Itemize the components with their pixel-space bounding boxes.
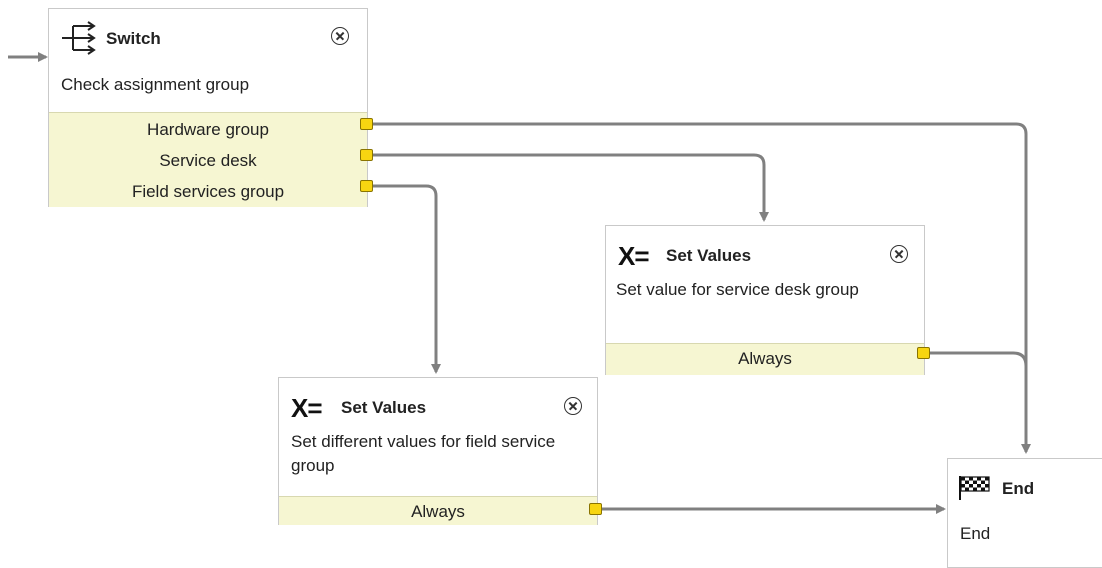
- switch-conditions: Hardware group Service desk Field servic…: [49, 112, 367, 207]
- end-node[interactable]: End End: [947, 458, 1102, 568]
- set-values-conditions: Always: [606, 343, 924, 375]
- end-title: End: [1002, 479, 1035, 498]
- condition-hardware-group[interactable]: Hardware group: [147, 120, 269, 139]
- switch-node[interactable]: Switch Check assignment group Hardware g…: [48, 8, 368, 207]
- close-icon[interactable]: [890, 245, 908, 263]
- connector-field-services-to-setvalues2[interactable]: [373, 184, 441, 374]
- close-icon[interactable]: [331, 27, 349, 45]
- port-always[interactable]: [589, 503, 602, 515]
- set-values-description: Set value for service desk group: [616, 280, 859, 299]
- set-values-conditions: Always: [279, 496, 597, 525]
- set-values-icon: X=: [618, 241, 650, 271]
- connector-setvalues1-to-end[interactable]: [930, 351, 1028, 452]
- close-icon[interactable]: [564, 397, 582, 415]
- checkered-flag-icon: [959, 476, 990, 500]
- condition-always[interactable]: Always: [738, 349, 792, 368]
- connector-service-desk-to-setvalues1[interactable]: [373, 153, 769, 222]
- condition-field-services-group[interactable]: Field services group: [131, 182, 285, 201]
- set-values-icon: X=: [291, 393, 323, 423]
- condition-always[interactable]: Always: [411, 502, 465, 521]
- switch-description: Check assignment group: [61, 75, 250, 94]
- port-service-desk[interactable]: [360, 149, 373, 161]
- set-values-node-service-desk[interactable]: X= Set Values Set value for service desk…: [605, 225, 925, 375]
- port-hardware-group[interactable]: [360, 118, 373, 130]
- switch-branch-icon: [62, 21, 96, 55]
- set-values-title: Set Values: [666, 246, 752, 265]
- set-values-title: Set Values: [341, 398, 427, 417]
- port-always[interactable]: [917, 347, 930, 359]
- port-field-services-group[interactable]: [360, 180, 373, 192]
- workflow-canvas: Switch Check assignment group Hardware g…: [0, 0, 1102, 556]
- end-description: End: [960, 524, 991, 543]
- condition-service-desk[interactable]: Service desk: [159, 151, 257, 170]
- switch-title: Switch: [106, 29, 161, 48]
- set-values-description: Set different values for field service g…: [291, 432, 556, 475]
- set-values-node-field-service[interactable]: X= Set Values Set different values for f…: [278, 377, 598, 525]
